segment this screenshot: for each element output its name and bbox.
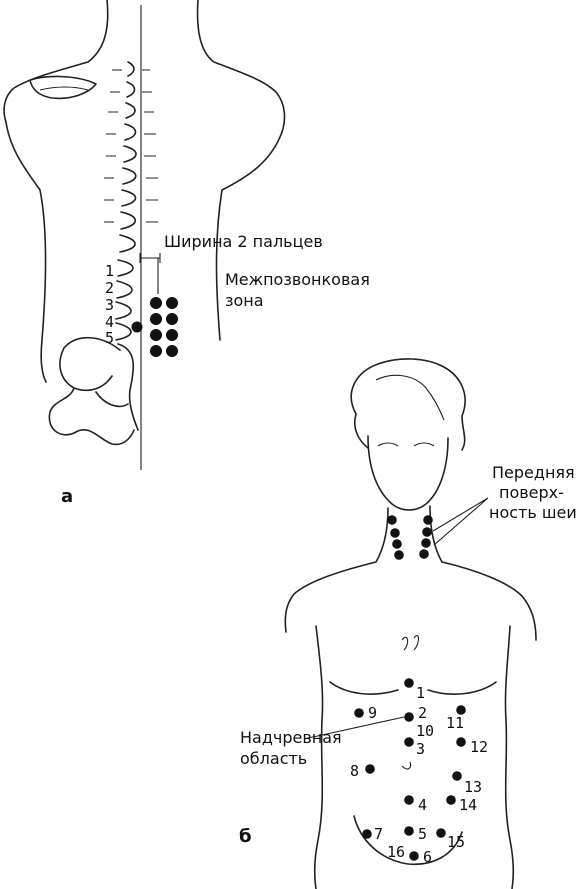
front-figure (284, 358, 537, 889)
abdomen-point-numbers: 1 2 3 4 5 6 7 8 9 10 11 12 13 14 15 16 (350, 684, 488, 866)
neck-point (422, 527, 432, 537)
vertebra-number-5: 5 (105, 329, 114, 347)
point-number-1: 1 (416, 684, 425, 702)
back-point (166, 329, 178, 341)
neck-point (423, 515, 433, 525)
abdomen-point-1 (404, 678, 414, 688)
abdomen-point-9 (354, 708, 364, 718)
panel-label-b: б (239, 826, 252, 847)
abdomen-points (354, 678, 466, 861)
point-number-2: 2 (418, 704, 427, 722)
point-number-10: 10 (416, 722, 434, 740)
back-point (166, 313, 178, 325)
point-number-4: 4 (418, 796, 427, 814)
intervertebral-zone-label-1: Межпозвонковая (225, 270, 370, 289)
vertebra-number-4: 4 (105, 313, 114, 331)
neck-point (392, 539, 402, 549)
vertebra-number-1: 1 (105, 262, 114, 280)
abdomen-point-7 (362, 829, 372, 839)
back-point (150, 345, 162, 357)
back-points (131, 297, 178, 357)
neck-points (387, 515, 433, 560)
back-point (131, 321, 143, 333)
point-number-14: 14 (459, 796, 477, 814)
abdomen-point-14 (446, 795, 456, 805)
abdomen-point-15 (436, 828, 446, 838)
point-number-11: 11 (446, 714, 464, 732)
point-number-3: 3 (416, 740, 425, 758)
abdomen-point-12 (456, 737, 466, 747)
abdomen-point-8 (365, 764, 375, 774)
point-number-6: 6 (423, 848, 432, 866)
abdomen-point-13 (452, 771, 462, 781)
vertebra-numbers: 1 2 3 4 5 (105, 262, 114, 347)
abdomen-point-6 (409, 851, 419, 861)
point-number-5: 5 (418, 825, 427, 843)
point-number-16: 16 (387, 843, 405, 861)
point-number-12: 12 (470, 738, 488, 756)
neck-surface-label-1: Передняя (492, 463, 575, 482)
abdomen-point-11 (456, 705, 466, 715)
back-point (166, 345, 178, 357)
abdomen-point-4 (404, 795, 414, 805)
vertebra-number-2: 2 (105, 279, 114, 297)
back-point (166, 297, 178, 309)
epigastric-label-1: Надчревная (240, 728, 342, 747)
point-number-8: 8 (350, 762, 359, 780)
back-point (150, 329, 162, 341)
point-number-13: 13 (464, 778, 482, 796)
abdomen-point-3 (404, 737, 414, 747)
abdomen-point-2 (404, 712, 414, 722)
back-point (150, 313, 162, 325)
neck-point (419, 549, 429, 559)
back-figure (3, 0, 286, 470)
neck-point (390, 528, 400, 538)
point-number-15: 15 (447, 833, 465, 851)
epigastric-label-2: область (240, 749, 307, 768)
point-number-9: 9 (368, 704, 377, 722)
vertebra-number-3: 3 (105, 296, 114, 314)
neck-point (387, 515, 397, 525)
finger-width-label: Ширина 2 пальцев (164, 232, 323, 251)
point-number-7: 7 (374, 825, 383, 843)
neck-surface-label-3: ность шеи (489, 503, 577, 522)
abdomen-point-5 (404, 826, 414, 836)
neck-point (421, 538, 431, 548)
intervertebral-zone-label-2: зона (225, 291, 264, 310)
panel-label-a: а (61, 486, 73, 507)
neck-surface-label-2: поверх- (499, 483, 564, 502)
back-point (150, 297, 162, 309)
spine (104, 61, 158, 431)
neck-point (394, 550, 404, 560)
